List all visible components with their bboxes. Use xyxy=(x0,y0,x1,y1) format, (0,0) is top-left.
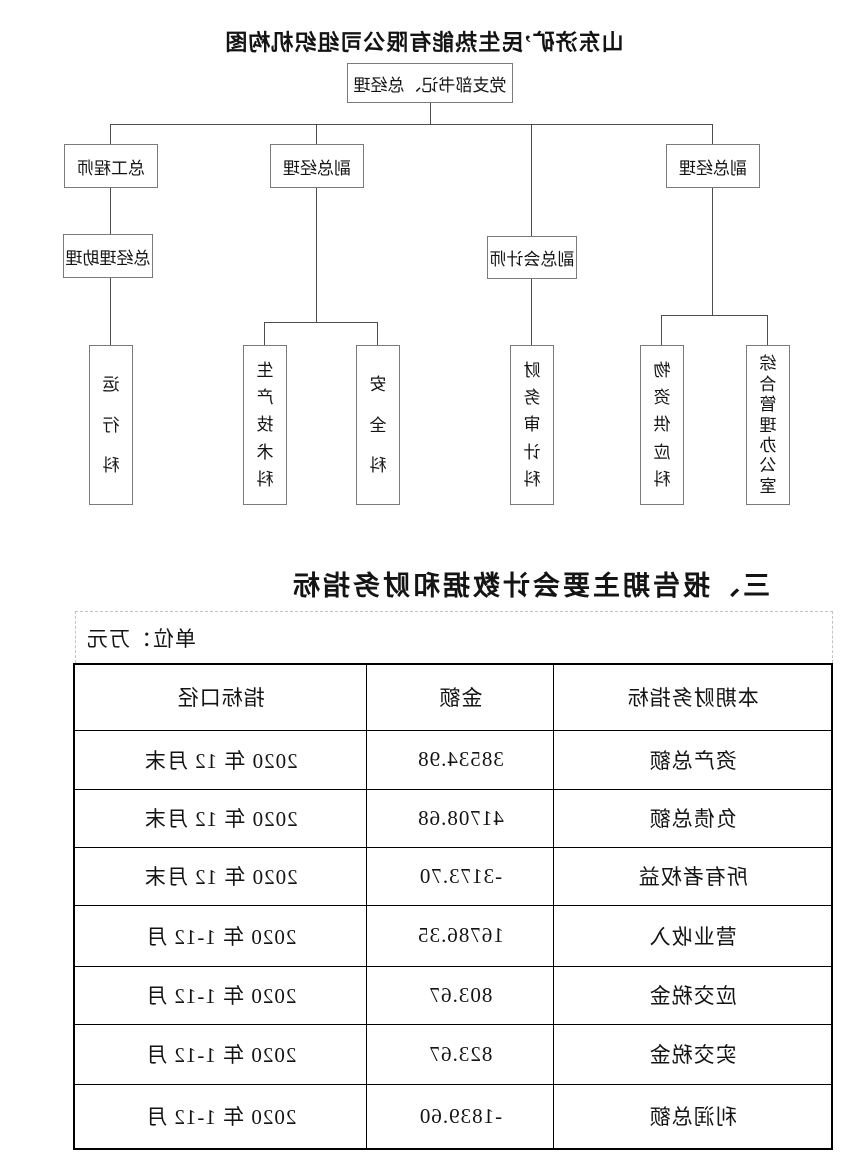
org-connector-line xyxy=(661,315,662,345)
table-row: 实交税金 823.67 2020 年 1-12 月 xyxy=(74,1024,832,1084)
table-header-row: 本期财务指标 金额 指标口径 xyxy=(74,664,832,730)
cell-period: 2020 年 1-12 月 xyxy=(74,905,367,966)
cell-period: 2020 年 12 月末 xyxy=(74,789,367,847)
cell-period: 2020 年 1-12 月 xyxy=(74,966,367,1024)
org-connector-line xyxy=(264,322,265,345)
cell-amount: 16786.35 xyxy=(367,905,554,966)
cell-indicator: 资产总额 xyxy=(554,730,832,789)
org-connector-line xyxy=(430,103,431,124)
financial-indicators-table: 本期财务指标 金额 指标口径 资产总额 38534.98 2020 年 12 月… xyxy=(73,663,833,1150)
org-connector-line xyxy=(531,279,532,345)
org-connector-line xyxy=(767,315,768,345)
cell-amount: 823.67 xyxy=(367,1024,554,1084)
org-connector-line xyxy=(712,124,713,144)
table-row: 利润总额 -1839.60 2020 年 1-12 月 xyxy=(74,1084,832,1149)
org-node-gm-assistant: 总经理助理 xyxy=(63,234,153,278)
table-row: 负债总额 41708.68 2020 年 12 月末 xyxy=(74,789,832,847)
table-row: 营业收入 16786.35 2020 年 1-12 月 xyxy=(74,905,832,966)
org-node-production-technology: 生产技术科 xyxy=(243,345,287,505)
cell-indicator: 所有者权益 xyxy=(554,847,832,905)
org-connector-line xyxy=(111,124,713,125)
cell-period: 2020 年 12 月末 xyxy=(74,847,367,905)
table-row: 所有者权益 -3173.70 2020 年 12 月末 xyxy=(74,847,832,905)
org-connector-line xyxy=(264,322,378,323)
org-connector-line xyxy=(110,124,111,144)
org-node-chief-engineer: 总工程师 xyxy=(64,144,158,188)
cell-indicator: 营业收入 xyxy=(554,905,832,966)
org-node-finance-audit: 财务审计科 xyxy=(510,345,554,505)
cell-amount: -3173.70 xyxy=(367,847,554,905)
cell-period: 2020 年 12 月末 xyxy=(74,730,367,789)
org-connector-line xyxy=(110,188,111,234)
org-connector-line xyxy=(377,322,378,345)
cell-indicator: 应交税金 xyxy=(554,966,832,1024)
unit-note: 单位：万元 xyxy=(75,611,833,663)
table-row: 应交税金 803.67 2020 年 1-12 月 xyxy=(74,966,832,1024)
org-connector-line xyxy=(316,124,317,144)
cell-amount: 803.67 xyxy=(367,966,554,1024)
org-node-safety: 安全科 xyxy=(356,345,400,505)
section-heading: 三、报告期主要会计数据和财务指标 xyxy=(290,571,770,601)
org-node-deputy-gm-mid: 副总经理 xyxy=(270,144,364,188)
cell-indicator: 负债总额 xyxy=(554,789,832,847)
org-node-general-management-office: 综合管理办公室 xyxy=(746,345,790,505)
header-indicator: 本期财务指标 xyxy=(554,664,832,730)
org-node-materials-supply: 物资供应科 xyxy=(640,345,684,505)
org-connector-line xyxy=(661,315,768,316)
cell-indicator: 利润总额 xyxy=(554,1084,832,1149)
org-connector-line xyxy=(531,124,532,236)
cell-indicator: 实交税金 xyxy=(554,1024,832,1084)
table-row: 资产总额 38534.98 2020 年 12 月末 xyxy=(74,730,832,789)
org-node-operations: 运行科 xyxy=(89,345,133,505)
org-connector-line xyxy=(316,188,317,322)
org-node-deputy-chief-accountant: 副总会计师 xyxy=(487,236,577,279)
org-node-deputy-gm-left: 副总经理 xyxy=(666,144,760,188)
org-connector-line xyxy=(712,188,713,315)
header-amount: 金额 xyxy=(367,664,554,730)
header-period: 指标口径 xyxy=(74,664,367,730)
cell-period: 2020 年 1-12 月 xyxy=(74,1084,367,1149)
cell-amount: 38534.98 xyxy=(367,730,554,789)
cell-amount: 41708.68 xyxy=(367,789,554,847)
cell-amount: -1839.60 xyxy=(367,1084,554,1149)
org-node-party-secretary-gm: 党支部书记、总经理 xyxy=(347,63,513,103)
org-chart-title: 山东济矿’民生热能有限公司组织机构图 xyxy=(224,30,624,55)
cell-period: 2020 年 1-12 月 xyxy=(74,1024,367,1084)
org-connector-line xyxy=(110,278,111,345)
